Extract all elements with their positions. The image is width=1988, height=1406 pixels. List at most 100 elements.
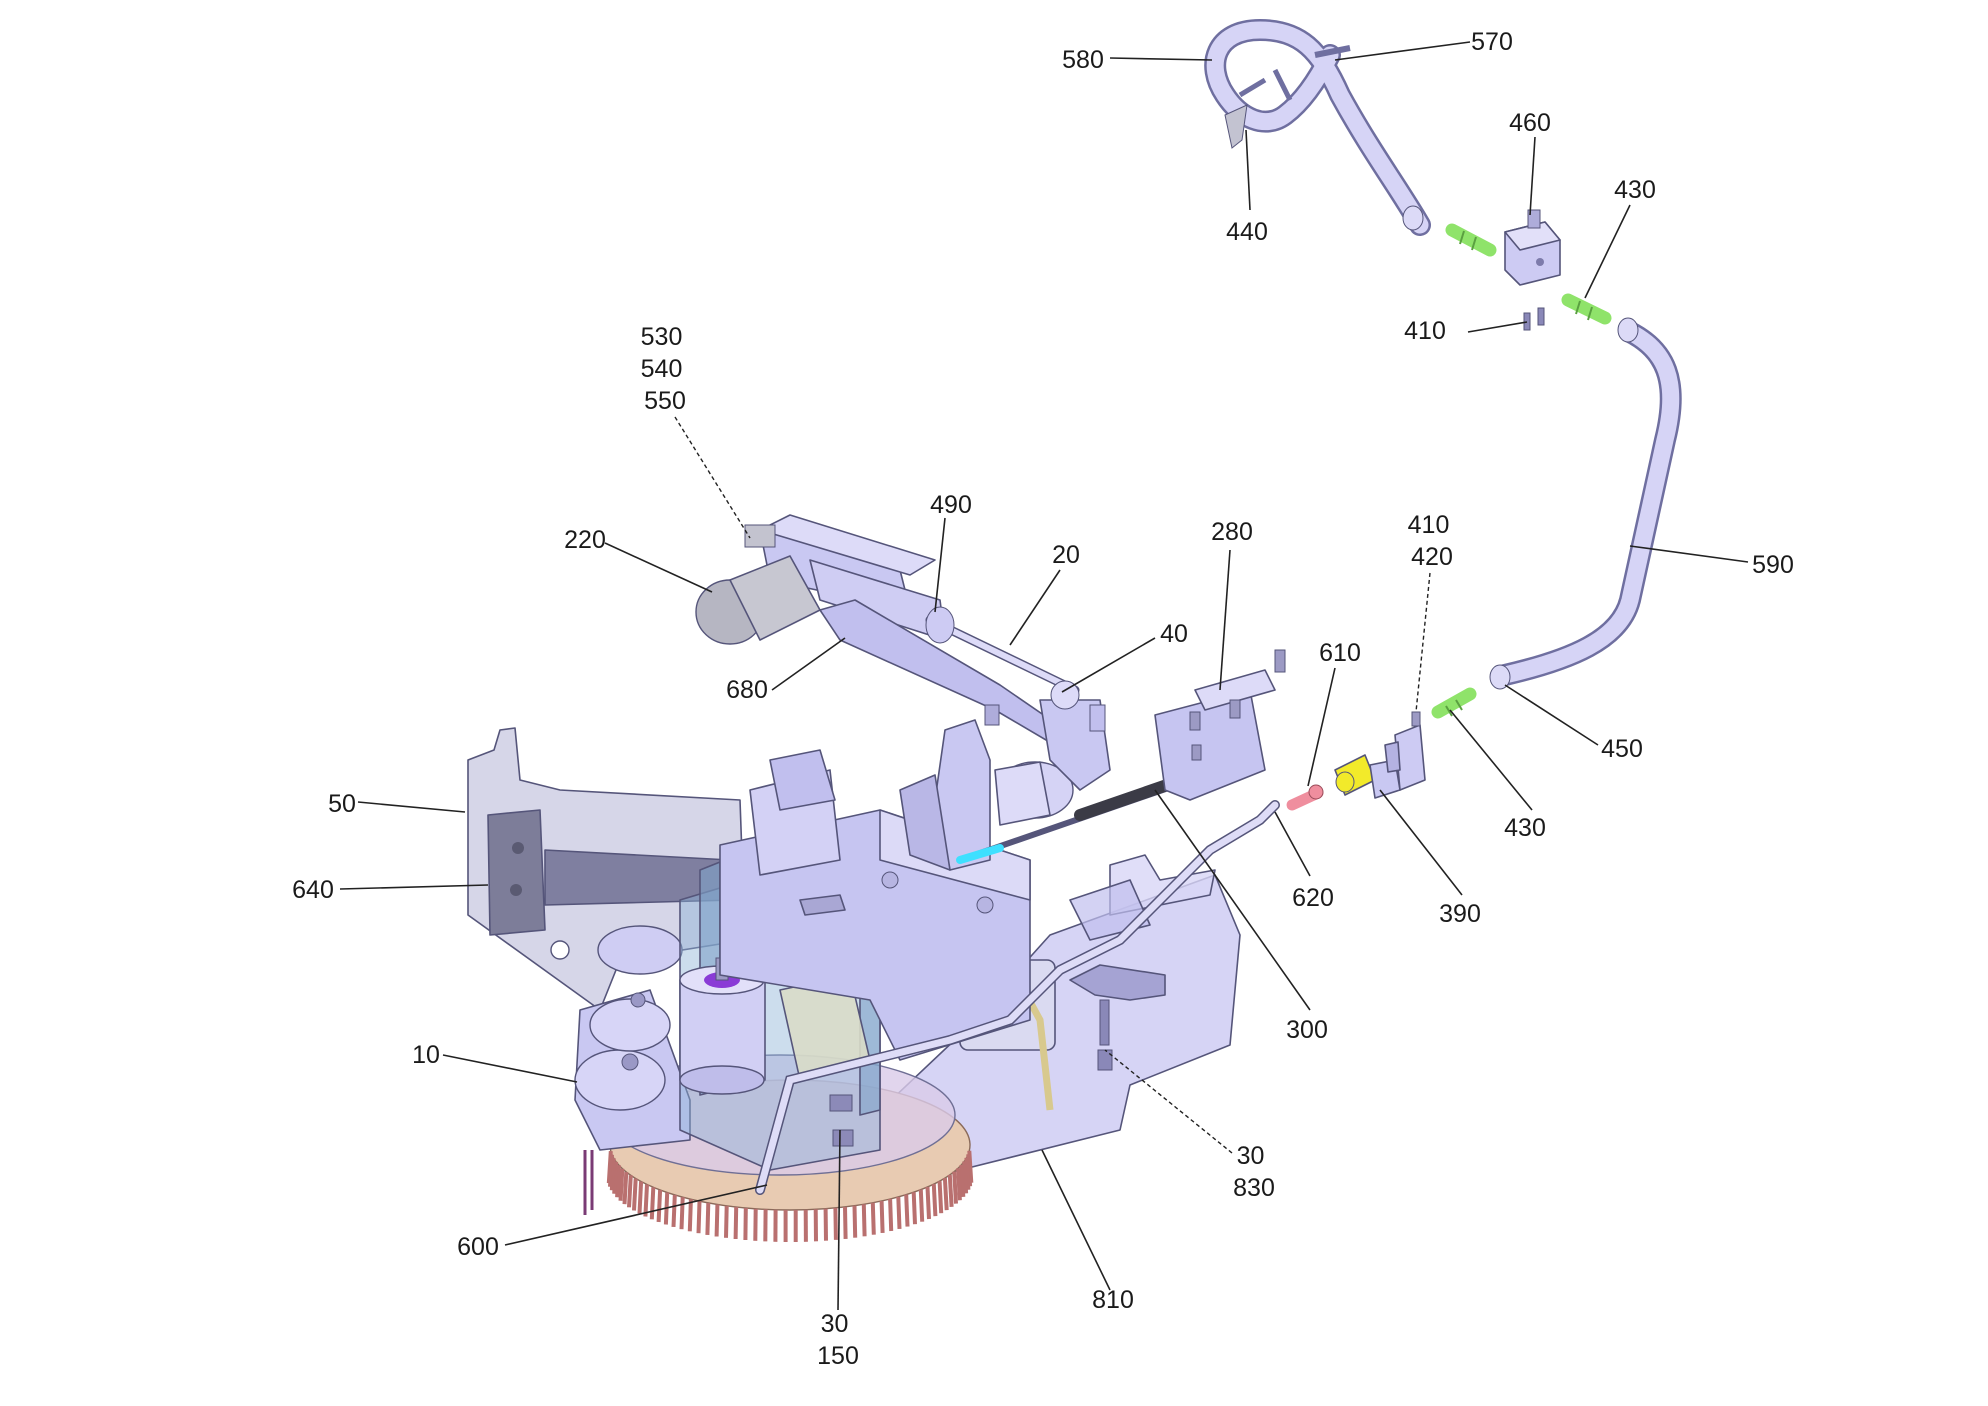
brush-bristle [879,1200,885,1233]
callout-460: 460 [1509,109,1551,137]
brush-bristle [643,1184,649,1217]
actuator-220 [695,514,946,645]
leader-570 [1334,41,1471,61]
brush-bristle [852,1205,858,1238]
leader-30b [837,1129,841,1311]
callout-390: 390 [1439,900,1481,928]
brush-bristle [843,1206,848,1239]
leader-450 [1504,684,1599,746]
leader-300 [1154,789,1311,1011]
brush-bristle [952,1171,958,1204]
brush-bristle [937,1181,944,1214]
callout-610: 610 [1319,639,1361,667]
leader-590 [1629,545,1749,563]
brush-bristle [861,1204,867,1237]
fitting-430-lower [1431,687,1477,719]
brush-bristle [606,1150,613,1184]
callout-600: 600 [457,1233,499,1261]
leader-810 [1041,1149,1111,1291]
brush-bristle [612,1161,619,1194]
callout-640: 640 [292,876,334,904]
callout-30-830: 30 830 [1233,1142,1275,1202]
brush-bristle [962,1161,969,1194]
brush-bristle [870,1202,876,1235]
brush-bristle [925,1186,931,1220]
leader-640 [339,884,489,890]
valve-block-460 [1504,209,1561,286]
brush-bristle [679,1197,685,1230]
callout-10: 10 [412,1041,440,1069]
brush-bristle [656,1189,663,1223]
leader-620 [1274,811,1311,877]
leader-410b [1415,572,1431,713]
callout-layer: 580 570 440 460 430 410 530 540 550 490 … [292,28,1794,1370]
callout-680: 680 [726,676,768,704]
bracket-280 [1154,649,1286,801]
bracket-830 [1069,964,1166,1071]
brush-bristle [637,1181,644,1214]
callout-300: 300 [1286,1016,1328,1044]
brush-bristle [896,1196,902,1229]
leader-490 [934,517,946,613]
brush-bristle [687,1199,693,1232]
leader-390 [1379,789,1463,896]
callout-410-upper: 410 [1404,317,1446,345]
callout-430-upper: 430 [1614,176,1656,204]
screws-410 [1523,307,1545,331]
brush-bristle [671,1194,677,1227]
brush-bristle [705,1202,711,1235]
callout-490: 490 [930,491,972,519]
callout-440: 440 [1226,218,1268,246]
nuts-150 [829,1094,854,1147]
brush-bristle [609,1158,616,1191]
brush-bristle [724,1205,729,1238]
pivot-arm-10 [574,925,691,1215]
callout-810: 810 [1092,1286,1134,1314]
fitting-610 [1286,784,1324,811]
rod-20 [925,606,1080,695]
callout-580: 580 [1062,46,1104,74]
brush-bristle [618,1168,625,1201]
callout-530-540-550: 530 540 550 [641,323,690,415]
callout-430-lower: 430 [1504,814,1546,842]
brush-bristle [947,1174,954,1208]
brush-bristle [696,1201,702,1234]
brush-bristle [959,1164,966,1198]
leader-430b [1449,709,1533,811]
leader-460 [1529,136,1536,216]
brush-bristle [888,1198,894,1232]
brush-bristle [649,1187,656,1220]
leader-40 [1061,637,1156,693]
brush-bristle [931,1184,938,1217]
leader-30a [1104,1049,1233,1154]
brush-bristle [942,1177,949,1211]
brush-bristle [956,1168,962,1201]
leader-280 [1219,549,1231,691]
callout-20: 20 [1052,541,1080,569]
bracket-410-420 [1384,711,1426,791]
hose-590 [1489,317,1682,690]
leader-10 [442,1054,578,1083]
callout-30-150: 30 150 [817,1310,859,1370]
motor-mount-bracket [899,719,1074,871]
leader-610 [1307,667,1336,787]
callout-450: 450 [1601,735,1643,763]
leader-20 [1009,569,1061,646]
callout-570: 570 [1471,28,1513,56]
bracket-680 [819,599,1111,791]
brush-bristle [733,1206,739,1240]
brush-bristle [622,1171,629,1205]
fitting-430-upper [1561,293,1612,325]
leader-440 [1245,129,1251,211]
brush-bristle [918,1189,925,1222]
leader-50 [357,801,466,813]
leader-410a [1467,321,1528,333]
plate-640 [487,809,736,936]
leader-580 [1109,57,1213,61]
leader-530 [674,416,751,539]
callout-620: 620 [1292,884,1334,912]
leader-220 [604,542,713,593]
brush-bristle [632,1178,638,1211]
callout-40: 40 [1160,620,1188,648]
